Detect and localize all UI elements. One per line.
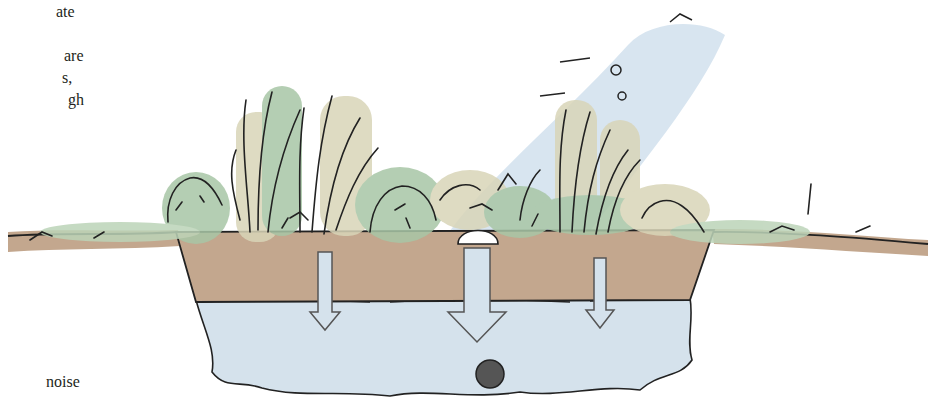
infiltration-arrow <box>448 248 506 342</box>
water-drop <box>618 92 626 100</box>
overflow-dome <box>458 231 498 245</box>
page-text-fragment: s, <box>62 68 72 88</box>
infiltration-arrow <box>310 252 340 330</box>
plant-strokes <box>30 92 870 240</box>
page-text-fragment: noise <box>46 372 80 392</box>
gravel-layer <box>196 298 692 396</box>
page-text-fragment: ate <box>56 2 75 22</box>
infiltration-arrow <box>586 258 614 328</box>
page-text-fragment: are <box>64 46 84 66</box>
sketch-mark <box>540 14 692 96</box>
page-text-fragment: gh <box>68 90 84 110</box>
water-plume <box>445 24 725 238</box>
water-drop <box>611 65 621 75</box>
drain-pipe <box>476 360 504 388</box>
plant-masses <box>40 86 810 244</box>
